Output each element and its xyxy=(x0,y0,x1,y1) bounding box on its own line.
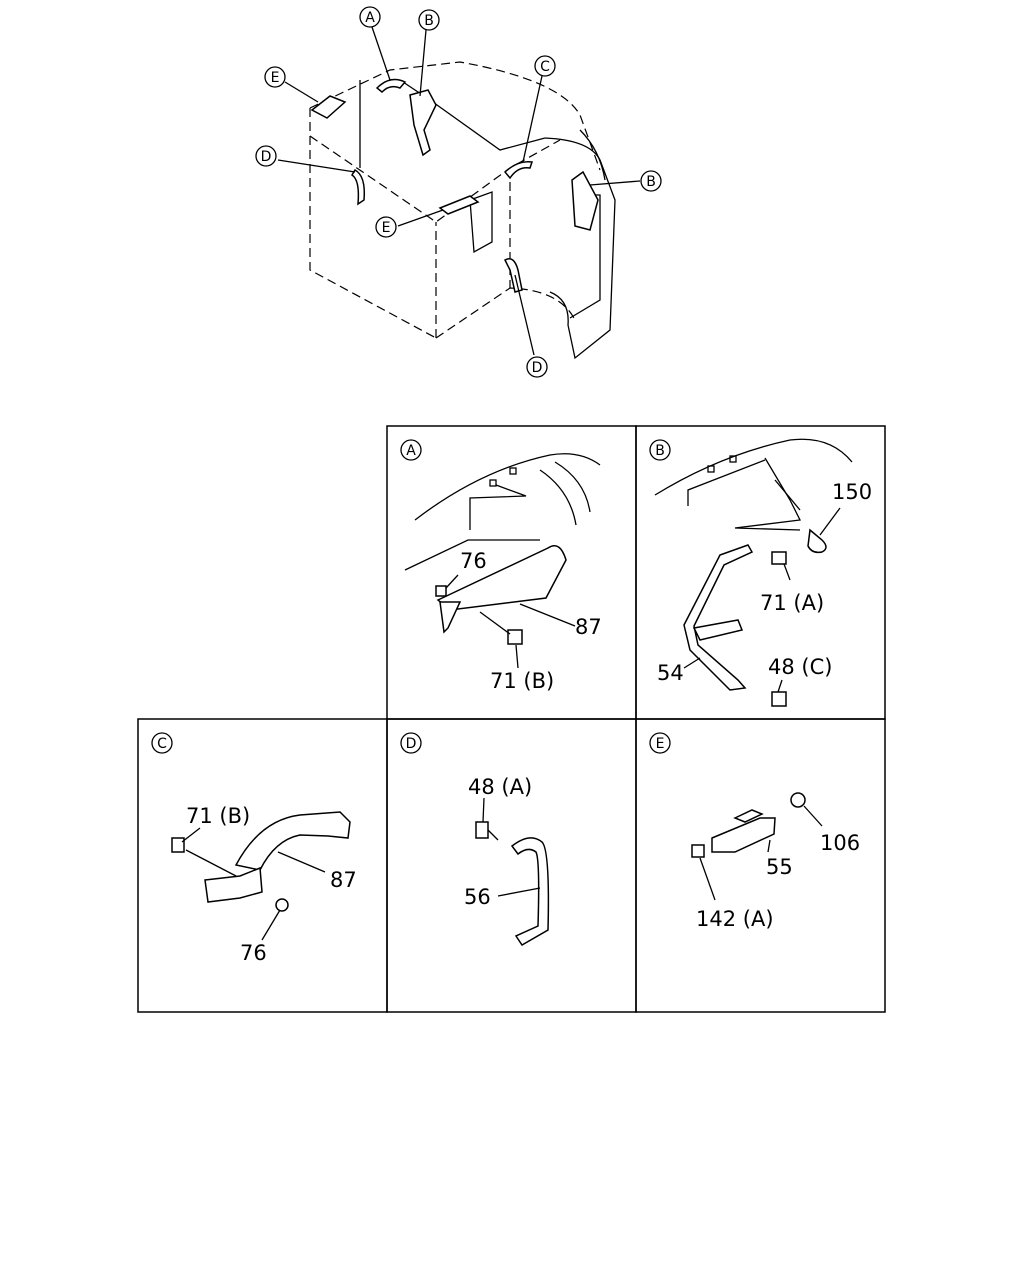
panel-b-label-48c: 48 (C) xyxy=(768,655,832,679)
panel-d-letter: D xyxy=(406,736,417,752)
callout-c: C xyxy=(540,59,550,75)
callout-b: B xyxy=(424,13,434,29)
panel-b-label-54: 54 xyxy=(657,661,684,685)
panel-c-label-87: 87 xyxy=(330,868,357,892)
panel-b: B 150 71 (A) 54 48 (C) xyxy=(649,438,872,707)
cab-overview: A B C D E B D E xyxy=(255,6,662,378)
panel-a-label-87: 87 xyxy=(575,615,602,639)
panel-e: E 106 55 142 (A) xyxy=(649,732,860,931)
panel-c-label-76: 76 xyxy=(240,941,267,965)
callout-b-side: B xyxy=(646,174,656,190)
panel-a-label-76: 76 xyxy=(460,549,487,573)
panel-c: C 71 (B) 87 76 xyxy=(151,732,357,965)
callout-d: D xyxy=(261,149,272,165)
panel-e-letter: E xyxy=(656,736,665,752)
callout-d-door: D xyxy=(532,360,543,376)
panel-a-letter: A xyxy=(406,443,416,459)
panel-d: D 48 (A) 56 xyxy=(400,732,550,947)
panel-b-letter: B xyxy=(655,443,665,459)
panel-e-label-106: 106 xyxy=(820,831,860,855)
panel-b-label-71a: 71 (A) xyxy=(760,591,824,615)
panel-e-label-142a: 142 (A) xyxy=(696,907,774,931)
panel-d-label-56: 56 xyxy=(464,885,491,909)
panel-a: A 76 87 71 (B) xyxy=(400,439,602,693)
callout-a: A xyxy=(365,10,375,26)
panel-e-label-55: 55 xyxy=(766,855,793,879)
panel-grid xyxy=(137,425,886,1013)
callout-circles xyxy=(255,6,662,378)
callout-e-mid: E xyxy=(382,220,391,236)
panel-c-label-71b: 71 (B) xyxy=(186,804,250,828)
panel-b-label-150: 150 xyxy=(832,480,872,504)
panel-d-label-48a: 48 (A) xyxy=(468,775,532,799)
panel-c-letter: C xyxy=(157,736,167,752)
panel-a-label-71b: 71 (B) xyxy=(490,669,554,693)
callout-e: E xyxy=(271,70,280,86)
